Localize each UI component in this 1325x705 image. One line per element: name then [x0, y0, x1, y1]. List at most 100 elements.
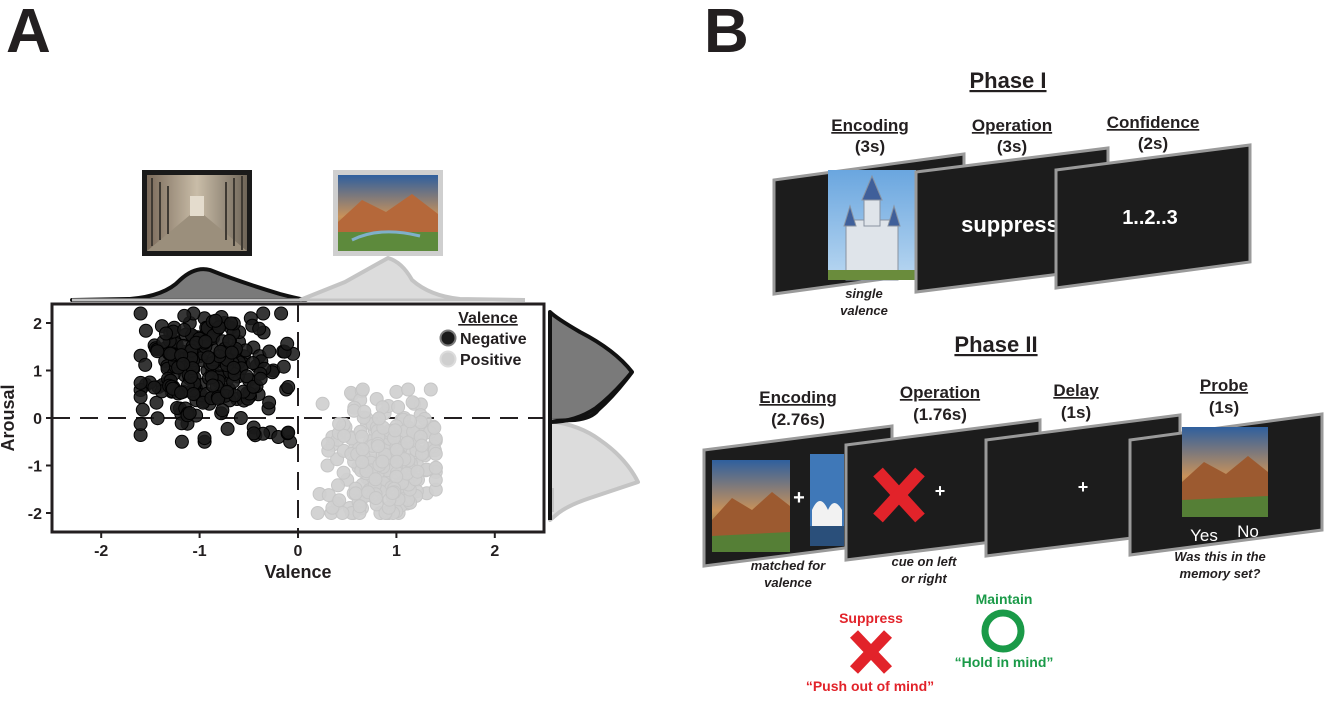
positive-point [368, 472, 383, 487]
positive-point [403, 414, 417, 429]
phase2-encoding-caption-line1: matched for [751, 558, 826, 573]
positive-point [337, 428, 351, 443]
positive-point [321, 436, 335, 451]
suppress-cross-cue [873, 467, 925, 523]
phase2-step1-time: (2.76s) [771, 410, 825, 429]
positive-point [332, 416, 347, 431]
probe-no-option: No [1237, 522, 1259, 541]
positive-point [405, 395, 420, 410]
negative-point [133, 390, 148, 404]
positive-point [354, 429, 369, 444]
positive-point [401, 382, 416, 397]
phase1-title: Phase I [969, 68, 1046, 93]
phase2-step2-name: Operation [900, 383, 980, 402]
phase1-caption-line1: single [845, 286, 883, 301]
y-tick-label: -1 [28, 459, 42, 476]
positive-point [427, 420, 442, 435]
negative-point [159, 326, 173, 341]
negative-point [224, 345, 239, 360]
phase2-step2-time: (1.76s) [913, 405, 967, 424]
panel-label-a: A [6, 0, 51, 66]
valence-density [70, 256, 526, 302]
phase2-encoding-fixation: + [793, 487, 805, 509]
negative-point [256, 306, 271, 321]
maintain-cue-legend: Maintain “Hold in mind” [955, 591, 1054, 670]
negative-point [147, 380, 162, 395]
negative-point [133, 306, 148, 321]
x-axis-label: Valence [264, 562, 331, 582]
positive-point [410, 464, 425, 479]
negative-point [150, 411, 165, 426]
negative-point [135, 402, 150, 417]
negative-example-image [142, 170, 252, 256]
y-axis-label: Arousal [0, 384, 18, 451]
phase1-step3-time: (2s) [1138, 134, 1168, 153]
positive-point [428, 446, 443, 461]
phase2-step3-time: (1s) [1061, 403, 1091, 422]
arousal-density [548, 310, 640, 522]
legend: Valence Negative Positive [439, 310, 527, 369]
negative-point [201, 350, 216, 365]
negative-point [281, 380, 296, 394]
phase1-confidence-screen: 1..2..3 [1054, 143, 1252, 290]
phase1-caption-line2: valence [840, 303, 888, 318]
positive-point [389, 384, 404, 399]
negative-point [274, 306, 289, 321]
legend-marker-positive [439, 350, 457, 368]
maintain-label: Maintain [976, 591, 1033, 607]
negative-point [262, 344, 277, 359]
negative-point [215, 403, 230, 418]
negative-point [224, 316, 238, 331]
phase1-operation-word: suppress [961, 212, 1059, 237]
phase2-step4-time: (1s) [1209, 398, 1239, 417]
negative-point [252, 321, 267, 336]
phase2-probe-screen: Yes No [1128, 412, 1324, 557]
positive-point [355, 455, 370, 469]
positive-point [310, 506, 325, 520]
negative-point [262, 395, 277, 410]
legend-entry-positive: Positive [460, 352, 521, 369]
negative-point [133, 375, 148, 390]
positive-point [315, 396, 330, 411]
negative-point [133, 416, 148, 431]
y-tick-label: 2 [33, 316, 42, 333]
phase2-encoding-caption-line2: valence [764, 575, 812, 590]
negative-point [281, 425, 296, 440]
negative-point [174, 434, 189, 449]
positive-point [371, 439, 386, 454]
phase2-title: Phase II [954, 332, 1037, 357]
phase2-step3-name: Delay [1053, 381, 1099, 400]
negative-point [186, 387, 201, 401]
suppress-hint: “Push out of mind” [806, 678, 934, 694]
negative-point [205, 378, 220, 393]
negative-point [280, 336, 295, 351]
negative-point [220, 384, 234, 399]
positive-point [355, 442, 370, 457]
negative-point [177, 308, 192, 323]
positive-point [355, 382, 370, 397]
phase1-step1-name: Encoding [831, 116, 908, 135]
legend-entry-negative: Negative [460, 331, 527, 348]
positive-point [348, 486, 363, 501]
y-tick-label: -2 [28, 506, 42, 523]
negative-point [149, 395, 164, 410]
x-tick-label: 2 [490, 543, 499, 560]
positive-point [357, 404, 372, 419]
positive-example-image [333, 170, 443, 256]
negative-point [222, 334, 237, 348]
negative-point [183, 369, 198, 384]
phase2-delay-fixation: + [1078, 477, 1089, 497]
positive-point [389, 454, 404, 469]
suppress-cue-legend: Suppress “Push out of mind” [806, 610, 934, 694]
negative-point [208, 313, 223, 328]
positive-point [372, 411, 386, 426]
maintain-hint: “Hold in mind” [955, 654, 1054, 670]
probe-yes-option: Yes [1190, 526, 1218, 545]
phase1-confidence-scale: 1..2..3 [1122, 207, 1178, 229]
phase1-step1-time: (3s) [855, 137, 885, 156]
positive-point [368, 491, 383, 505]
phase1-step2-time: (3s) [997, 137, 1027, 156]
phase2-operation-fixation: + [935, 481, 946, 501]
